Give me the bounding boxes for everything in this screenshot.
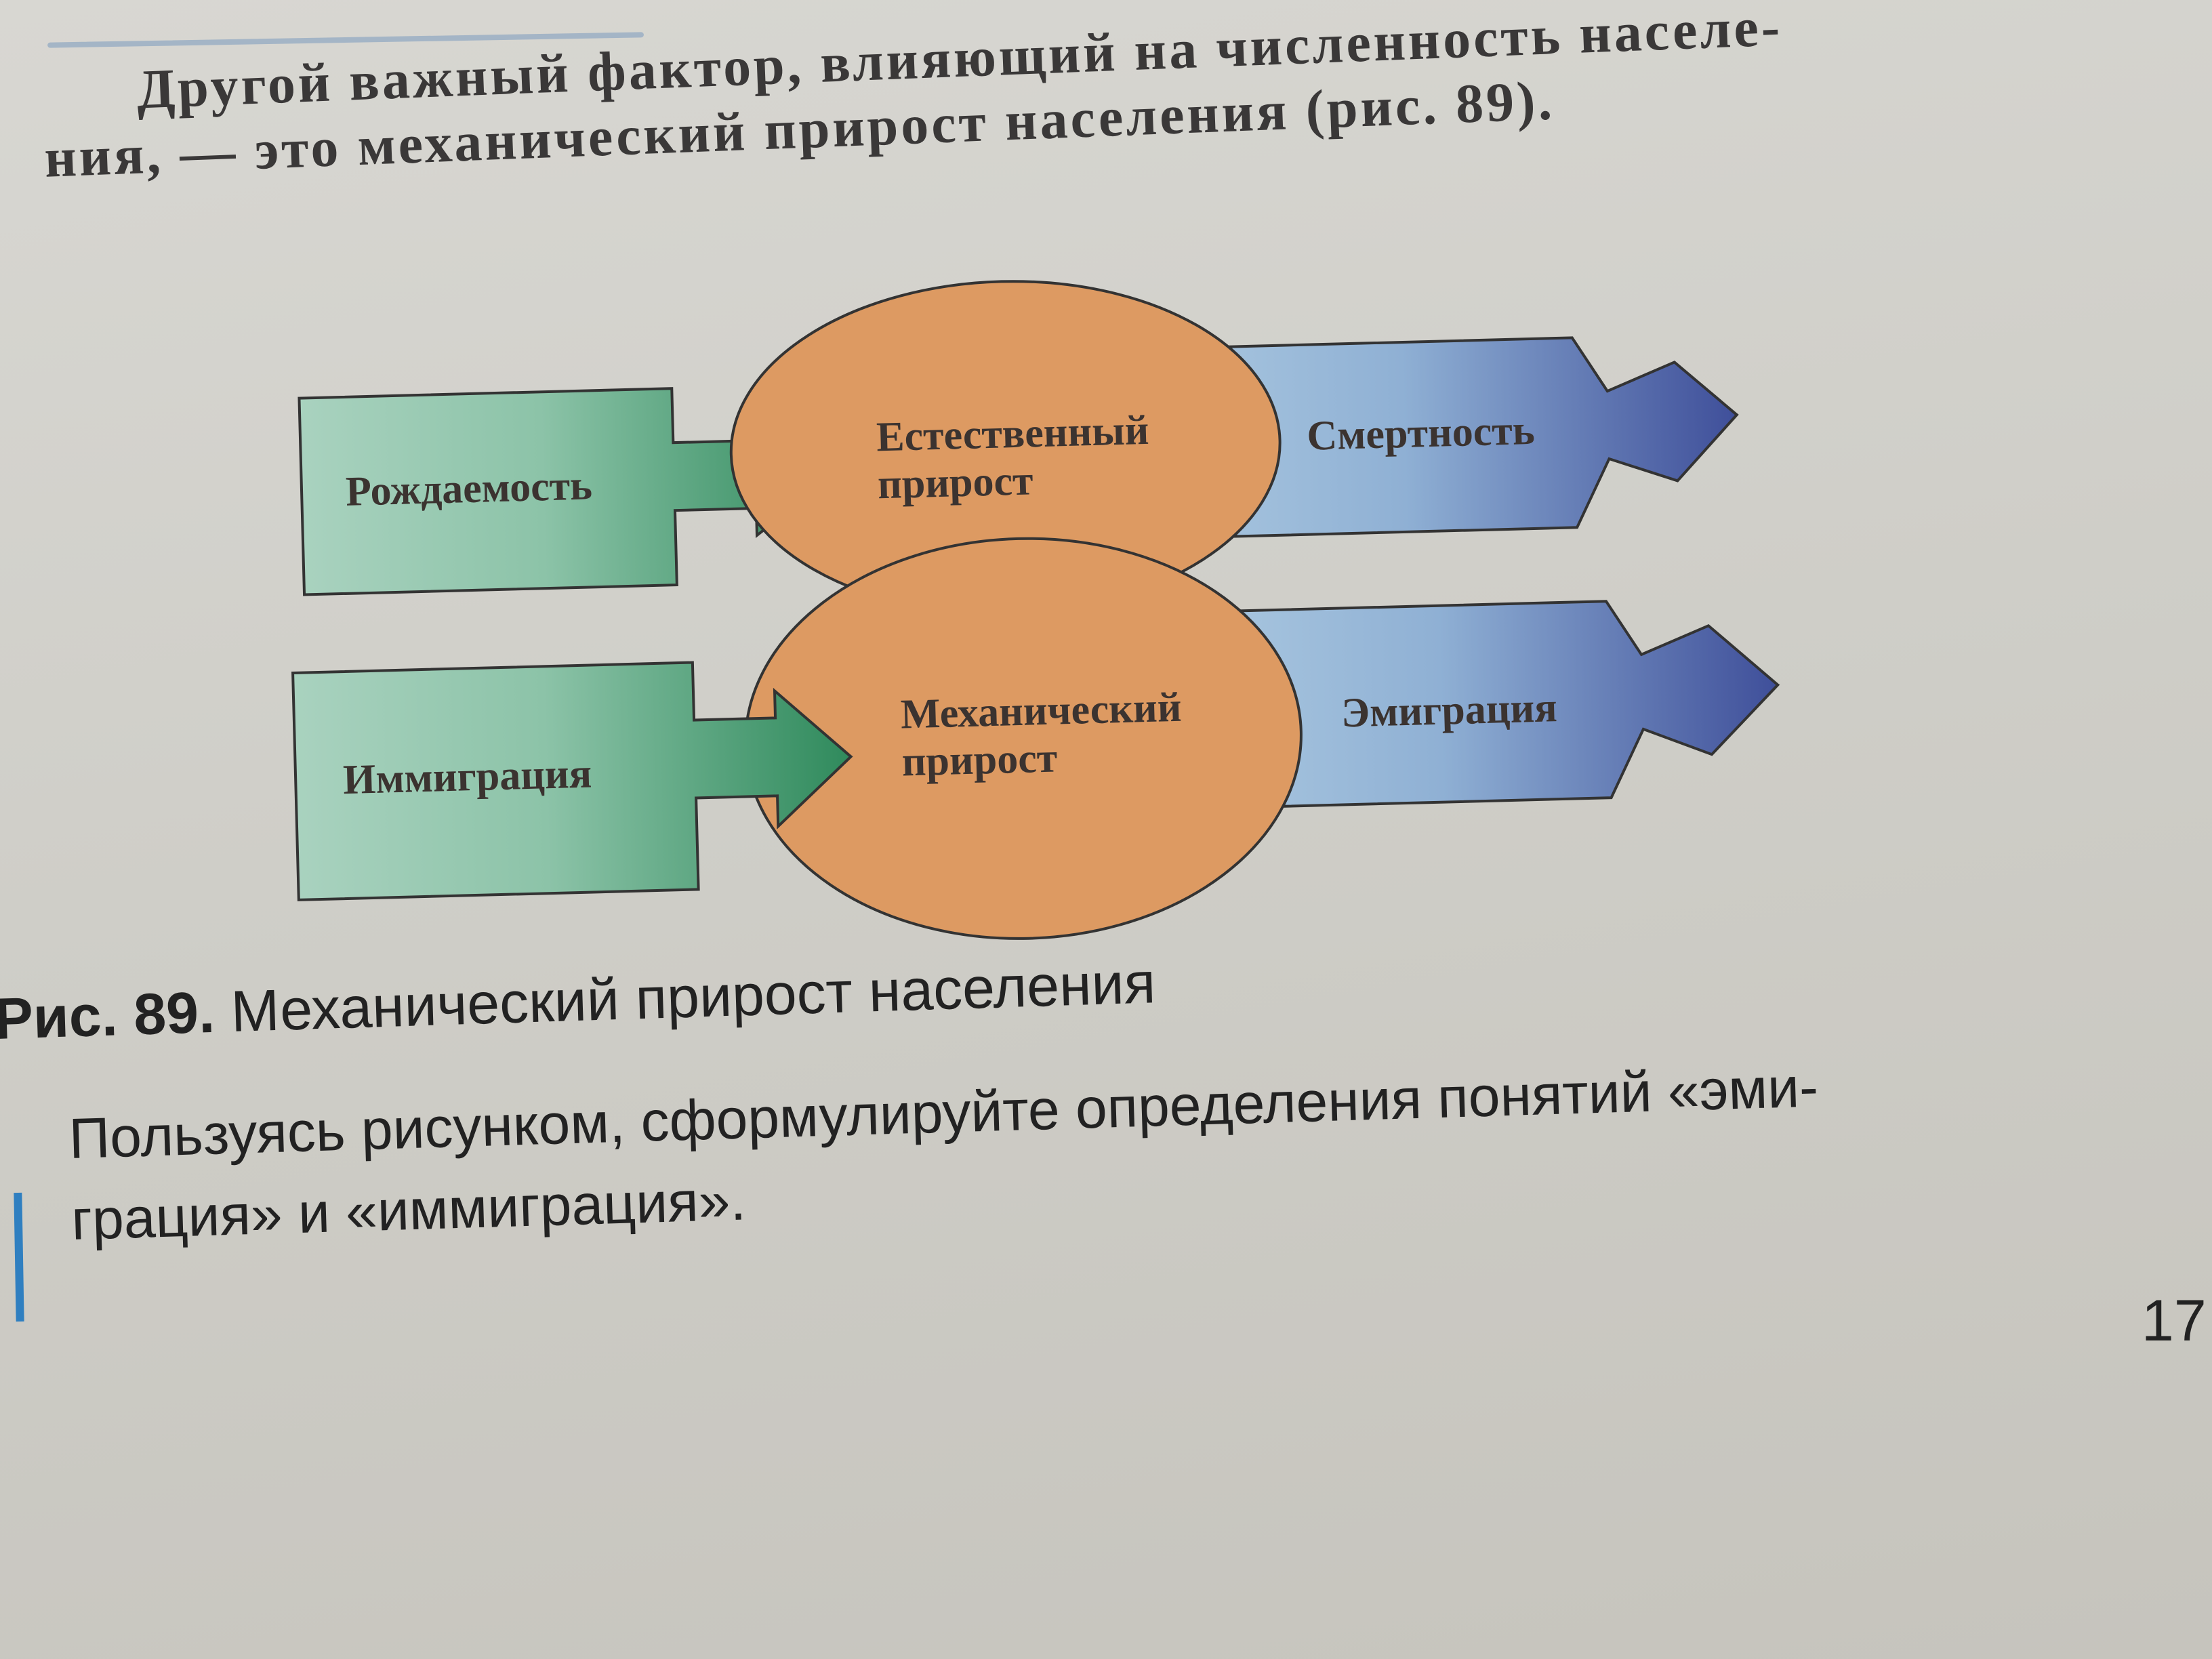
label-mechanical-growth-1: Механический <box>900 684 1182 738</box>
label-natural-growth-2: прирост <box>877 457 1033 508</box>
label-mechanical-growth-2: прирост <box>901 735 1058 785</box>
label-birth-rate: Рождаемость <box>345 462 592 514</box>
label-natural-growth-1: Естественный <box>876 407 1149 461</box>
input-arrow-immigration <box>291 661 853 901</box>
label-emigration: Эмиграция <box>1340 684 1557 736</box>
label-immigration: Иммиграция <box>342 751 592 804</box>
label-mortality: Смертность <box>1307 407 1536 459</box>
output-arrow-mortality <box>1177 336 1739 539</box>
figure-number: Рис. 89. <box>0 979 216 1052</box>
page-number: 17 <box>2142 1288 2207 1353</box>
output-arrow-emigration <box>1212 600 1780 810</box>
